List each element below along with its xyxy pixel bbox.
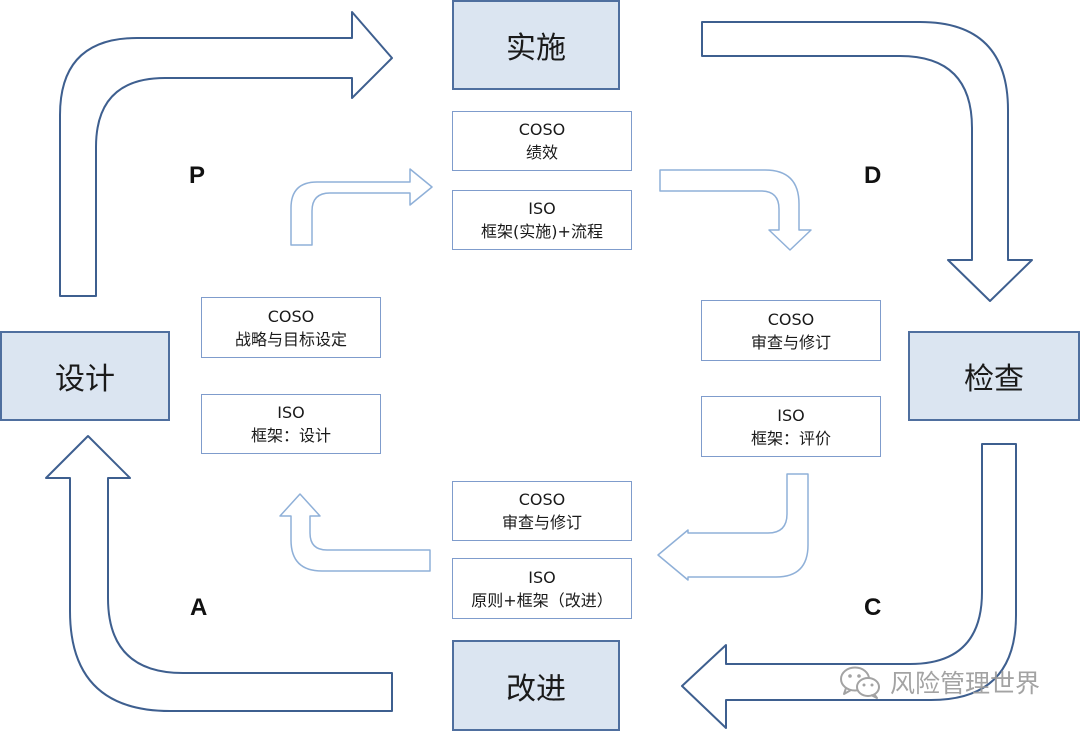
box-text: 框架：设计 [250, 426, 331, 445]
box-title: COSO [267, 306, 315, 326]
box-text: 原则+框架（改进） [471, 590, 613, 610]
phase-check: 检查 [908, 331, 1080, 421]
box-coso-review-bottom: COSO 审查与修订 [452, 481, 632, 541]
phase-act: 改进 [452, 640, 620, 731]
box-text: 战略与目标设定 [234, 329, 347, 349]
inner-arrow-plan-to-do [290, 168, 433, 246]
box-title: ISO [277, 403, 305, 422]
box-text: 审查与修订 [501, 513, 582, 532]
letter-c: C [864, 594, 882, 621]
box-iso-design: ISO 框架：设计 [201, 394, 381, 454]
inner-arrow-check-to-act [657, 473, 809, 581]
box-iso-evaluate: ISO 框架：评价 [701, 396, 881, 457]
box-title: COSO [518, 120, 566, 139]
letter-d: D [864, 162, 882, 189]
phase-do-label: 实施 [506, 31, 566, 66]
letter-a: A [190, 594, 208, 621]
phase-plan: 设计 [0, 331, 170, 421]
letter-p: P [189, 162, 206, 189]
phase-act-label: 改进 [506, 671, 566, 707]
box-title: COSO [767, 309, 815, 329]
outer-arrow-do-to-check [701, 21, 1033, 302]
box-iso-implement: ISO 框架(实施)+流程 [452, 190, 632, 250]
box-title: COSO [518, 490, 566, 509]
box-coso-strategy: COSO 战略与目标设定 [201, 297, 381, 358]
phase-plan-label: 设计 [55, 362, 115, 397]
box-title: ISO [528, 567, 556, 587]
watermark: 风险管理世界 [838, 664, 1040, 700]
box-text: 框架(实施)+流程 [481, 222, 603, 241]
box-coso-review-right: COSO 审查与修订 [701, 300, 881, 361]
box-text: 审查与修订 [750, 332, 831, 352]
box-title: ISO [528, 199, 556, 218]
phase-do: 实施 [452, 0, 620, 90]
wechat-icon [840, 666, 880, 699]
outer-arrow-plan-to-do [59, 11, 393, 297]
box-coso-performance: COSO 绩效 [452, 111, 632, 171]
box-text: 绩效 [525, 143, 558, 162]
inner-arrow-do-to-check [659, 169, 812, 251]
box-title: ISO [777, 405, 805, 425]
watermark-text: 风险管理世界 [890, 669, 1041, 698]
phase-check-label: 检查 [964, 362, 1024, 397]
box-iso-improve: ISO 原则+框架（改进） [452, 558, 632, 619]
inner-arrow-act-to-plan [279, 493, 431, 572]
outer-arrow-check-to-act [681, 443, 1017, 729]
box-text: 框架：评价 [750, 428, 831, 448]
outer-arrow-act-to-plan [45, 435, 393, 712]
